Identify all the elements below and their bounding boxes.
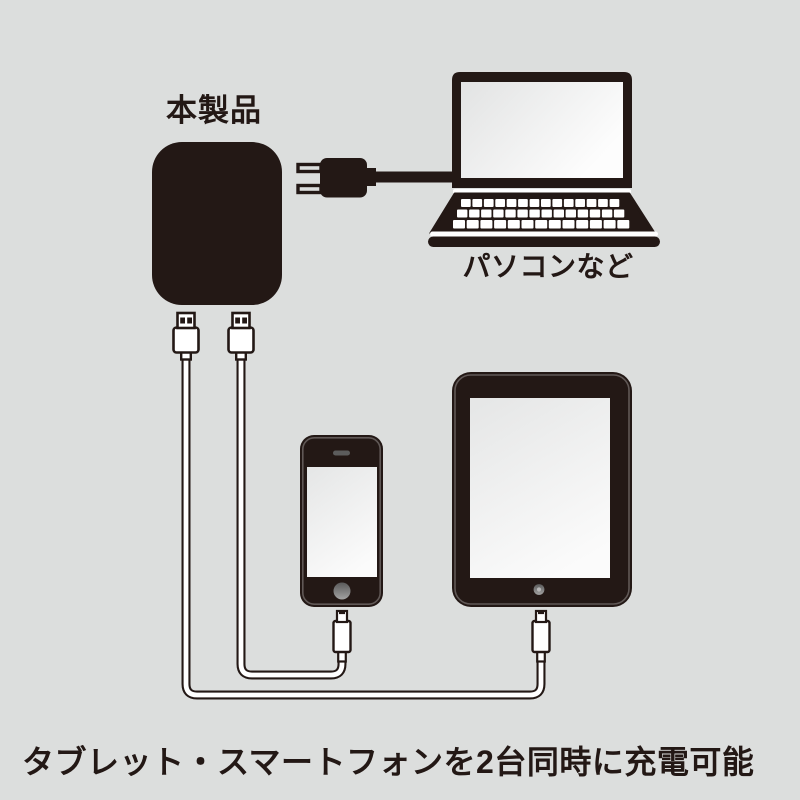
usb-cable-to-phone: [236, 354, 347, 680]
laptop-key: [453, 220, 465, 229]
smartphone-speaker: [333, 450, 350, 456]
laptop-key: [494, 220, 507, 229]
laptop-key: [506, 199, 517, 207]
laptop-key: [589, 209, 601, 218]
laptop-key: [598, 199, 608, 207]
laptop-key: [565, 209, 576, 218]
laptop-key: [507, 220, 520, 229]
laptop-key: [563, 199, 574, 207]
laptop-key: [517, 209, 528, 218]
laptop-key: [552, 199, 563, 207]
laptop-key: [481, 209, 492, 218]
tablet-screen: [470, 398, 610, 578]
usb-connector-right: [227, 311, 255, 361]
laptop-key: [480, 220, 493, 229]
laptop-key: [562, 220, 575, 229]
usb-connector-left: [172, 311, 200, 361]
laptop-key: [495, 199, 505, 207]
laptop-key: [469, 209, 480, 218]
laptop-key: [521, 220, 534, 229]
laptop-key: [541, 199, 551, 207]
smartphone-home-button: [333, 582, 351, 600]
laptop-key: [466, 220, 479, 229]
laptop-key: [541, 209, 552, 218]
ac-plug-icon: [296, 158, 455, 198]
laptop-key: [529, 209, 540, 218]
laptop-key: [505, 209, 516, 218]
laptop-screen: [461, 82, 623, 178]
laptop-key: [529, 199, 540, 207]
laptop-key: [518, 199, 528, 207]
laptop-key: [483, 199, 494, 207]
laptop-key: [589, 220, 602, 229]
laptop-key: [461, 199, 471, 207]
laptop-icon: [428, 72, 660, 247]
smartphone-icon: [300, 435, 383, 607]
laptop-key: [472, 199, 483, 207]
laptop-key: [553, 209, 564, 218]
laptop-key: [493, 209, 504, 218]
usb-cable-to-tablet: [181, 354, 546, 700]
laptop-key: [548, 220, 561, 229]
pc-label: パソコンなど: [462, 251, 634, 282]
laptop-base: [428, 236, 660, 247]
laptop-key: [575, 199, 585, 207]
laptop-key: [457, 209, 468, 218]
laptop-key: [586, 199, 597, 207]
laptop-key: [576, 220, 589, 229]
laptop-key: [613, 209, 625, 218]
charger-icon: [152, 142, 282, 305]
laptop-key: [577, 209, 589, 218]
tablet-icon: [452, 372, 632, 607]
lightning-connector-tablet: [531, 609, 551, 663]
laptop-keyboard: [453, 199, 630, 229]
smartphone-screen: [307, 467, 377, 577]
laptop-key: [603, 220, 616, 229]
laptop-key: [601, 209, 613, 218]
laptop-key: [609, 199, 620, 207]
caption-text: タブレット・スマートフォンを2台同時に充電可能: [22, 744, 755, 780]
laptop-key: [617, 220, 630, 229]
product-label: 本製品: [166, 93, 262, 128]
lightning-connector-phone: [332, 609, 352, 663]
laptop-key: [535, 220, 548, 229]
